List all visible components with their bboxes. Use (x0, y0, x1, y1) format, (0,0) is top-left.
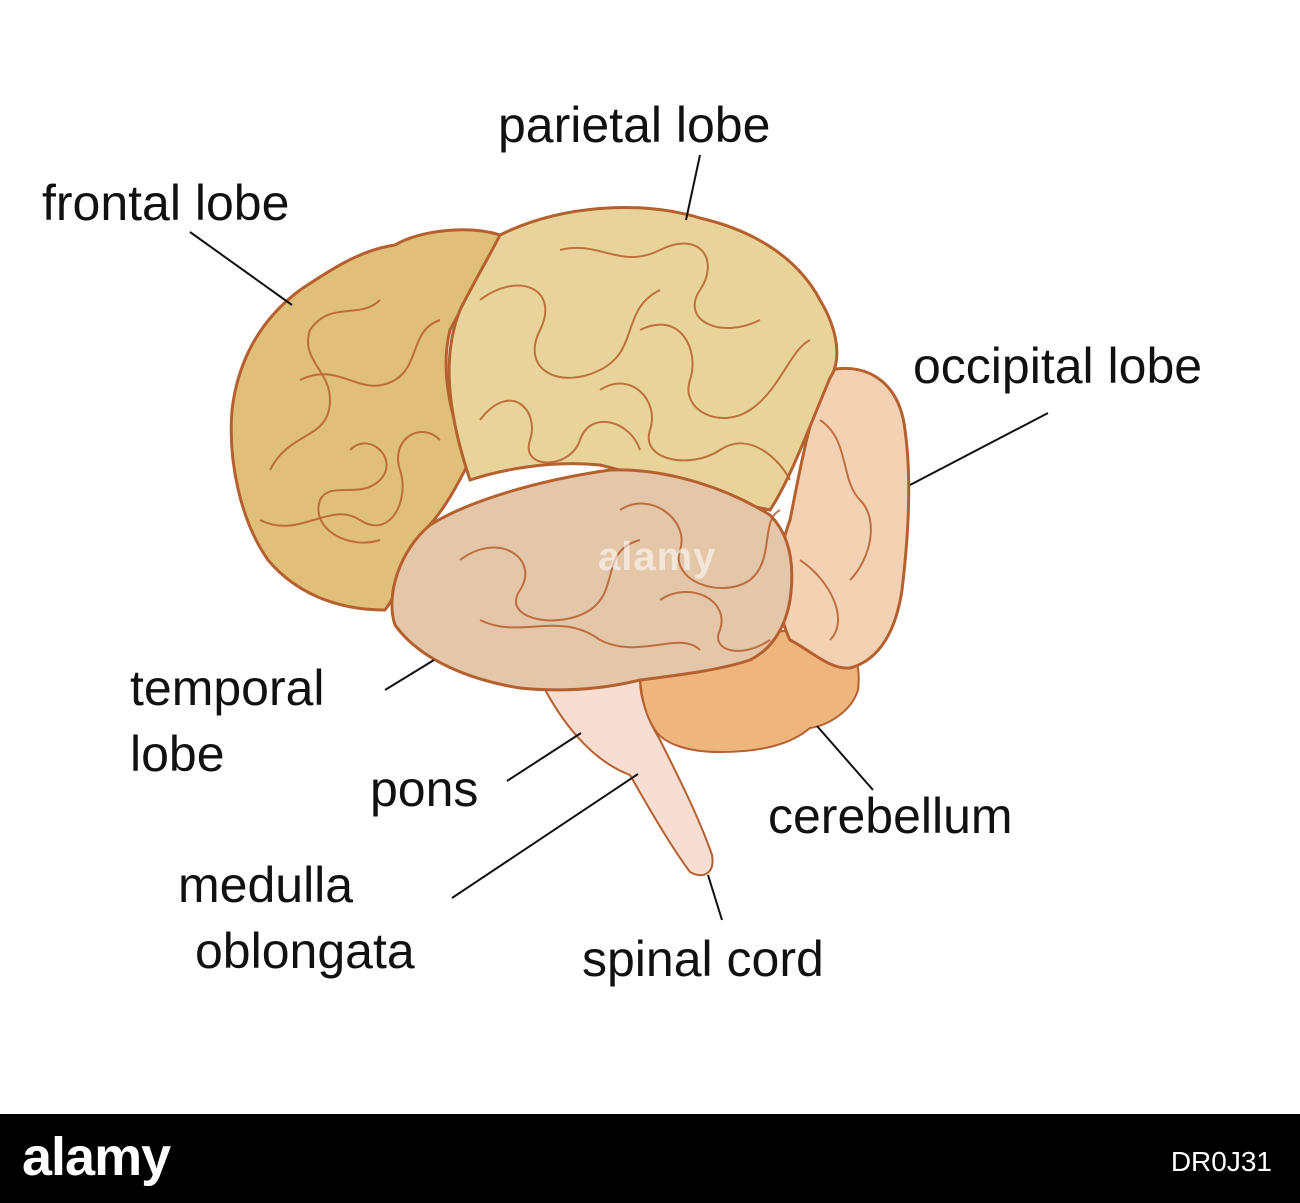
brainstem-shape (538, 679, 714, 877)
leader-temporal (384, 659, 435, 691)
leader-cerebellum (816, 725, 874, 791)
watermark: alamy (598, 535, 717, 579)
temporal-lobe-shape (390, 468, 794, 692)
label-medulla-line1: medulla (178, 857, 354, 913)
occipital-lobe-shape (777, 367, 911, 670)
footer-image-code: DR0J31 (1170, 1146, 1272, 1177)
label-spinal-cord: spinal cord (582, 931, 824, 987)
leader-occipital (909, 412, 1049, 486)
label-occipital-lobe: occipital lobe (913, 338, 1203, 394)
leader-pons (506, 732, 582, 782)
leader-lines (189, 154, 1049, 921)
label-frontal-lobe: frontal lobe (42, 175, 290, 231)
label-temporal-lobe-line1: temporal (130, 660, 325, 716)
label-parietal-lobe: parietal lobe (498, 97, 771, 153)
label-medulla-line2: oblongata (195, 923, 415, 979)
footer-logo: alamy (22, 1127, 171, 1187)
leader-frontal (189, 231, 293, 306)
leader-medulla (451, 773, 639, 899)
footer-bar: alamy DR0J31 (0, 1114, 1300, 1203)
label-cerebellum: cerebellum (768, 788, 1013, 844)
label-temporal-lobe-line2: lobe (130, 726, 225, 782)
label-pons: pons (370, 761, 479, 817)
parietal-lobe-shape (447, 206, 839, 512)
leader-parietal (685, 154, 701, 221)
leader-spinal (707, 874, 723, 921)
gyri-lines (259, 242, 872, 652)
brain-diagram (189, 154, 1049, 921)
